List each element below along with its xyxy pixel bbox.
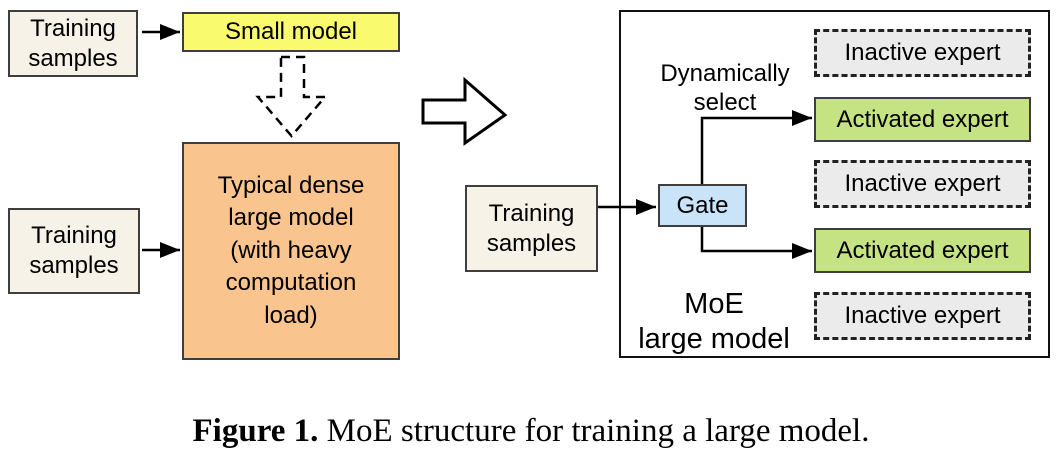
dynamically-select-label: Dynamically select <box>660 60 790 116</box>
figure-caption: Figure 1. MoE structure for training a l… <box>0 413 1062 450</box>
inactive-expert-box-2: Inactive expert <box>814 160 1031 208</box>
small-model-box: Small model <box>182 12 400 52</box>
training-samples-box-top: Training samples <box>8 10 138 77</box>
training-samples-box-middle: Training samples <box>465 185 598 272</box>
dashed-down-block-arrow <box>255 55 328 138</box>
training-samples-box-bottom: Training samples <box>8 208 140 294</box>
figure-caption-number: Figure 1. <box>192 413 319 449</box>
arrow-gate-to-activated-expert-2 <box>700 227 812 259</box>
figure-caption-text: MoE structure for training a large model… <box>318 413 870 449</box>
inactive-expert-box-3: Inactive expert <box>814 292 1031 340</box>
moe-large-model-container <box>619 10 1050 358</box>
activated-expert-box-1: Activated expert <box>814 97 1031 142</box>
inactive-expert-box-1: Inactive expert <box>814 29 1031 77</box>
gate-box: Gate <box>658 184 747 227</box>
right-block-arrow <box>421 76 508 146</box>
activated-expert-box-2: Activated expert <box>814 228 1031 273</box>
dense-large-model-box: Typical dense large model (with heavy co… <box>182 142 400 360</box>
moe-large-model-label: MoE large model <box>638 288 790 355</box>
arrow-gate-to-activated-expert-1 <box>700 110 812 184</box>
